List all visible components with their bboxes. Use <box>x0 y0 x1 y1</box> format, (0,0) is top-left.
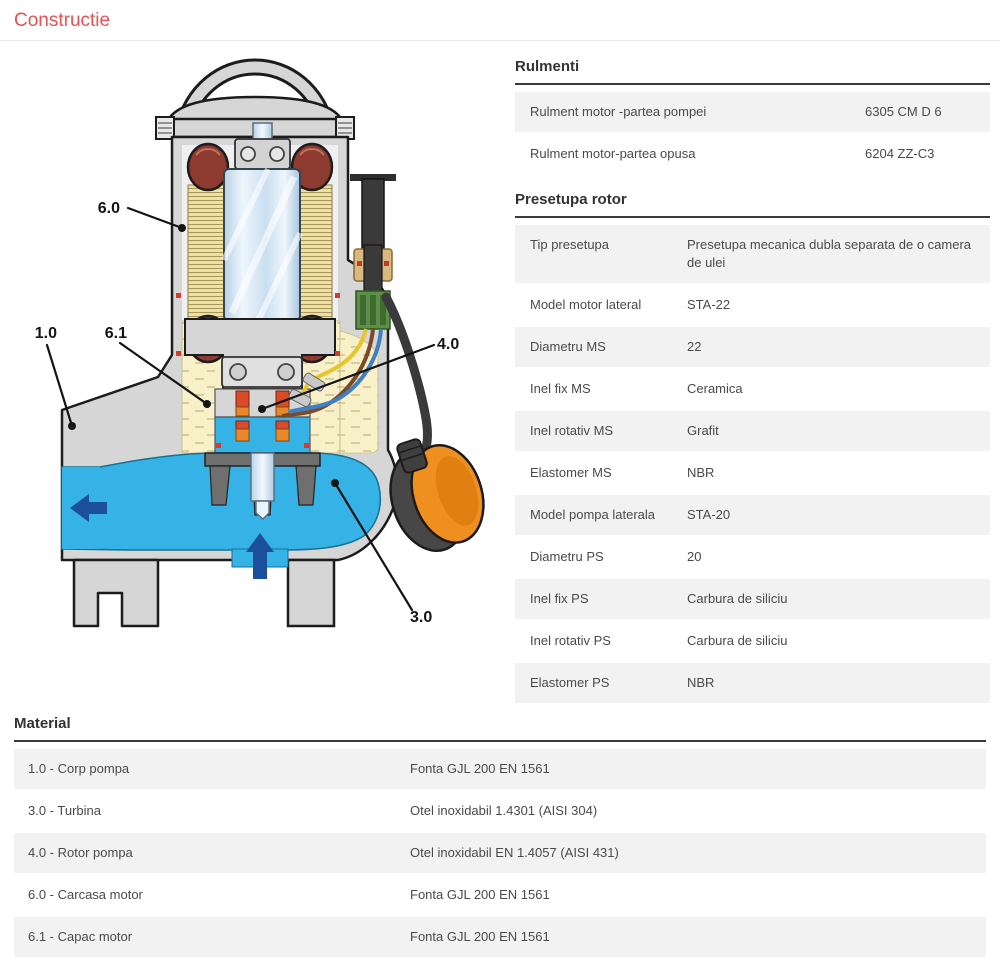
motor-top-cap <box>155 95 355 140</box>
material-table: Material 1.0 - Corp pompa Fonta GJL 200 … <box>14 712 986 957</box>
wire-yellow <box>300 328 368 398</box>
row-value: Grafit <box>687 423 719 438</box>
seal-markers <box>176 293 340 448</box>
pump-cross-section-illustration: 6.0 1.0 6.1 4.0 3.0 <box>35 58 485 628</box>
material-table-title: Material <box>14 712 986 742</box>
coil-head <box>186 142 230 192</box>
rulmenti-table-title: Rulmenti <box>515 55 990 85</box>
diagram-label-6-1: 6.1 <box>105 325 127 342</box>
row-value: STA-22 <box>687 297 731 312</box>
table-row: Rulment motor -partea pompei 6305 CM D 6 <box>515 92 990 132</box>
row-value: Carbura de siliciu <box>687 633 788 648</box>
upper-bearing-ball <box>240 146 256 162</box>
table-row: Tip presetupa Presetupa mecanica dubla s… <box>515 225 990 283</box>
row-label: Elastomer PS <box>530 675 610 690</box>
diagram-label-6-0: 6.0 <box>98 200 120 217</box>
row-label: 6.1 - Capac motor <box>28 929 133 944</box>
row-value: NBR <box>687 675 715 690</box>
table-row: 6.1 - Capac motor Fonta GJL 200 EN 1561 <box>14 915 986 957</box>
diagram-label-1-0: 1.0 <box>35 325 57 342</box>
row-label: Inel rotativ MS <box>530 423 614 438</box>
diagram-callouts: 6.0 1.0 6.1 4.0 3.0 <box>35 200 460 626</box>
float-cable <box>381 292 432 458</box>
table-row: 3.0 - Turbina Otel inoxidabil 1.4301 (AI… <box>14 789 986 831</box>
cap-screw-left <box>155 116 175 140</box>
inlet-arrow <box>246 533 274 579</box>
float-switch <box>381 292 485 553</box>
table-row: 4.0 - Rotor pompa Otel inoxidabil EN 1.4… <box>14 831 986 873</box>
page-title: Constructie <box>14 10 111 31</box>
row-label: Inel fix PS <box>530 591 589 606</box>
upper-bearing-ball <box>269 146 285 162</box>
row-label: Inel rotativ PS <box>530 633 611 648</box>
row-label: 1.0 - Corp pompa <box>28 761 130 776</box>
row-label: Tip presetupa <box>530 237 610 252</box>
outlet-arrow <box>70 494 107 522</box>
table-row: Inel rotativ MS Grafit <box>515 409 990 451</box>
row-label: 6.0 - Carcasa motor <box>28 887 143 902</box>
row-value: Fonta GJL 200 EN 1561 <box>410 887 550 902</box>
row-value: Ceramica <box>687 381 743 396</box>
pump-diagram: 6.0 1.0 6.1 4.0 3.0 <box>10 55 500 705</box>
row-label: Diametru PS <box>530 549 604 564</box>
row-label: Diametru MS <box>530 339 606 354</box>
coil-head <box>290 142 334 192</box>
diagram-label-4-0: 4.0 <box>437 336 459 353</box>
title-divider <box>0 40 1000 41</box>
row-value: Otel inoxidabil 1.4301 (AISI 304) <box>410 803 598 818</box>
cap-screw-right <box>335 116 355 140</box>
shaft-nut <box>255 500 270 520</box>
table-row: 6.0 - Carcasa motor Fonta GJL 200 EN 156… <box>14 873 986 915</box>
row-label: 4.0 - Rotor pompa <box>28 845 133 860</box>
row-value: STA-20 <box>687 507 731 522</box>
rulmenti-table: Rulmenti Rulment motor -partea pompei 63… <box>515 55 990 174</box>
row-label: Model motor lateral <box>530 297 642 312</box>
row-value: NBR <box>687 465 715 480</box>
row-label: Rulment motor -partea pompei <box>530 104 707 119</box>
table-row: Inel fix PS Carbura de siliciu <box>515 577 990 619</box>
wire-blue <box>288 328 383 414</box>
row-value: 22 <box>687 339 702 354</box>
row-value: 20 <box>687 549 702 564</box>
row-label: 3.0 - Turbina <box>28 803 101 818</box>
row-value: Presetupa mecanica dubla separata de o c… <box>687 237 972 270</box>
row-value: Fonta GJL 200 EN 1561 <box>410 929 550 944</box>
presetupa-rotor-table: Presetupa rotor Tip presetupa Presetupa … <box>515 188 990 703</box>
table-row: Elastomer MS NBR <box>515 451 990 493</box>
table-row: 1.0 - Corp pompa Fonta GJL 200 EN 1561 <box>14 749 986 789</box>
row-label: Model pompa laterala <box>530 507 656 522</box>
row-value: 6204 ZZ-C3 <box>865 146 935 161</box>
pump-feet <box>72 558 336 628</box>
table-row: Diametru MS 22 <box>515 325 990 367</box>
mechanical-seal-assembly <box>214 388 311 456</box>
impeller <box>204 452 321 520</box>
power-cable-entry <box>281 174 396 418</box>
table-row: Inel rotativ PS Carbura de siliciu <box>515 619 990 661</box>
row-label: Elastomer MS <box>530 465 612 480</box>
table-row: Model motor lateral STA-22 <box>515 283 990 325</box>
rotor-shaft <box>221 122 303 462</box>
row-value: Carbura de siliciu <box>687 591 788 606</box>
presetupa-table-title: Presetupa rotor <box>515 188 990 218</box>
lower-bearing <box>221 356 303 388</box>
row-label: Inel fix MS <box>530 381 591 396</box>
flow-arrows <box>70 494 274 579</box>
table-row: Model pompa laterala STA-20 <box>515 493 990 535</box>
row-value: 6305 CM D 6 <box>865 104 942 119</box>
row-label: Rulment motor-partea opusa <box>530 146 696 161</box>
row-value: Fonta GJL 200 EN 1561 <box>410 761 550 776</box>
row-value: Otel inoxidabil EN 1.4057 (AISI 431) <box>410 845 619 860</box>
table-row: Diametru PS 20 <box>515 535 990 577</box>
table-row: Rulment motor-partea opusa 6204 ZZ-C3 <box>515 132 990 174</box>
diagram-label-3-0: 3.0 <box>410 609 432 626</box>
table-row: Inel fix MS Ceramica <box>515 367 990 409</box>
table-row: Elastomer PS NBR <box>515 661 990 703</box>
